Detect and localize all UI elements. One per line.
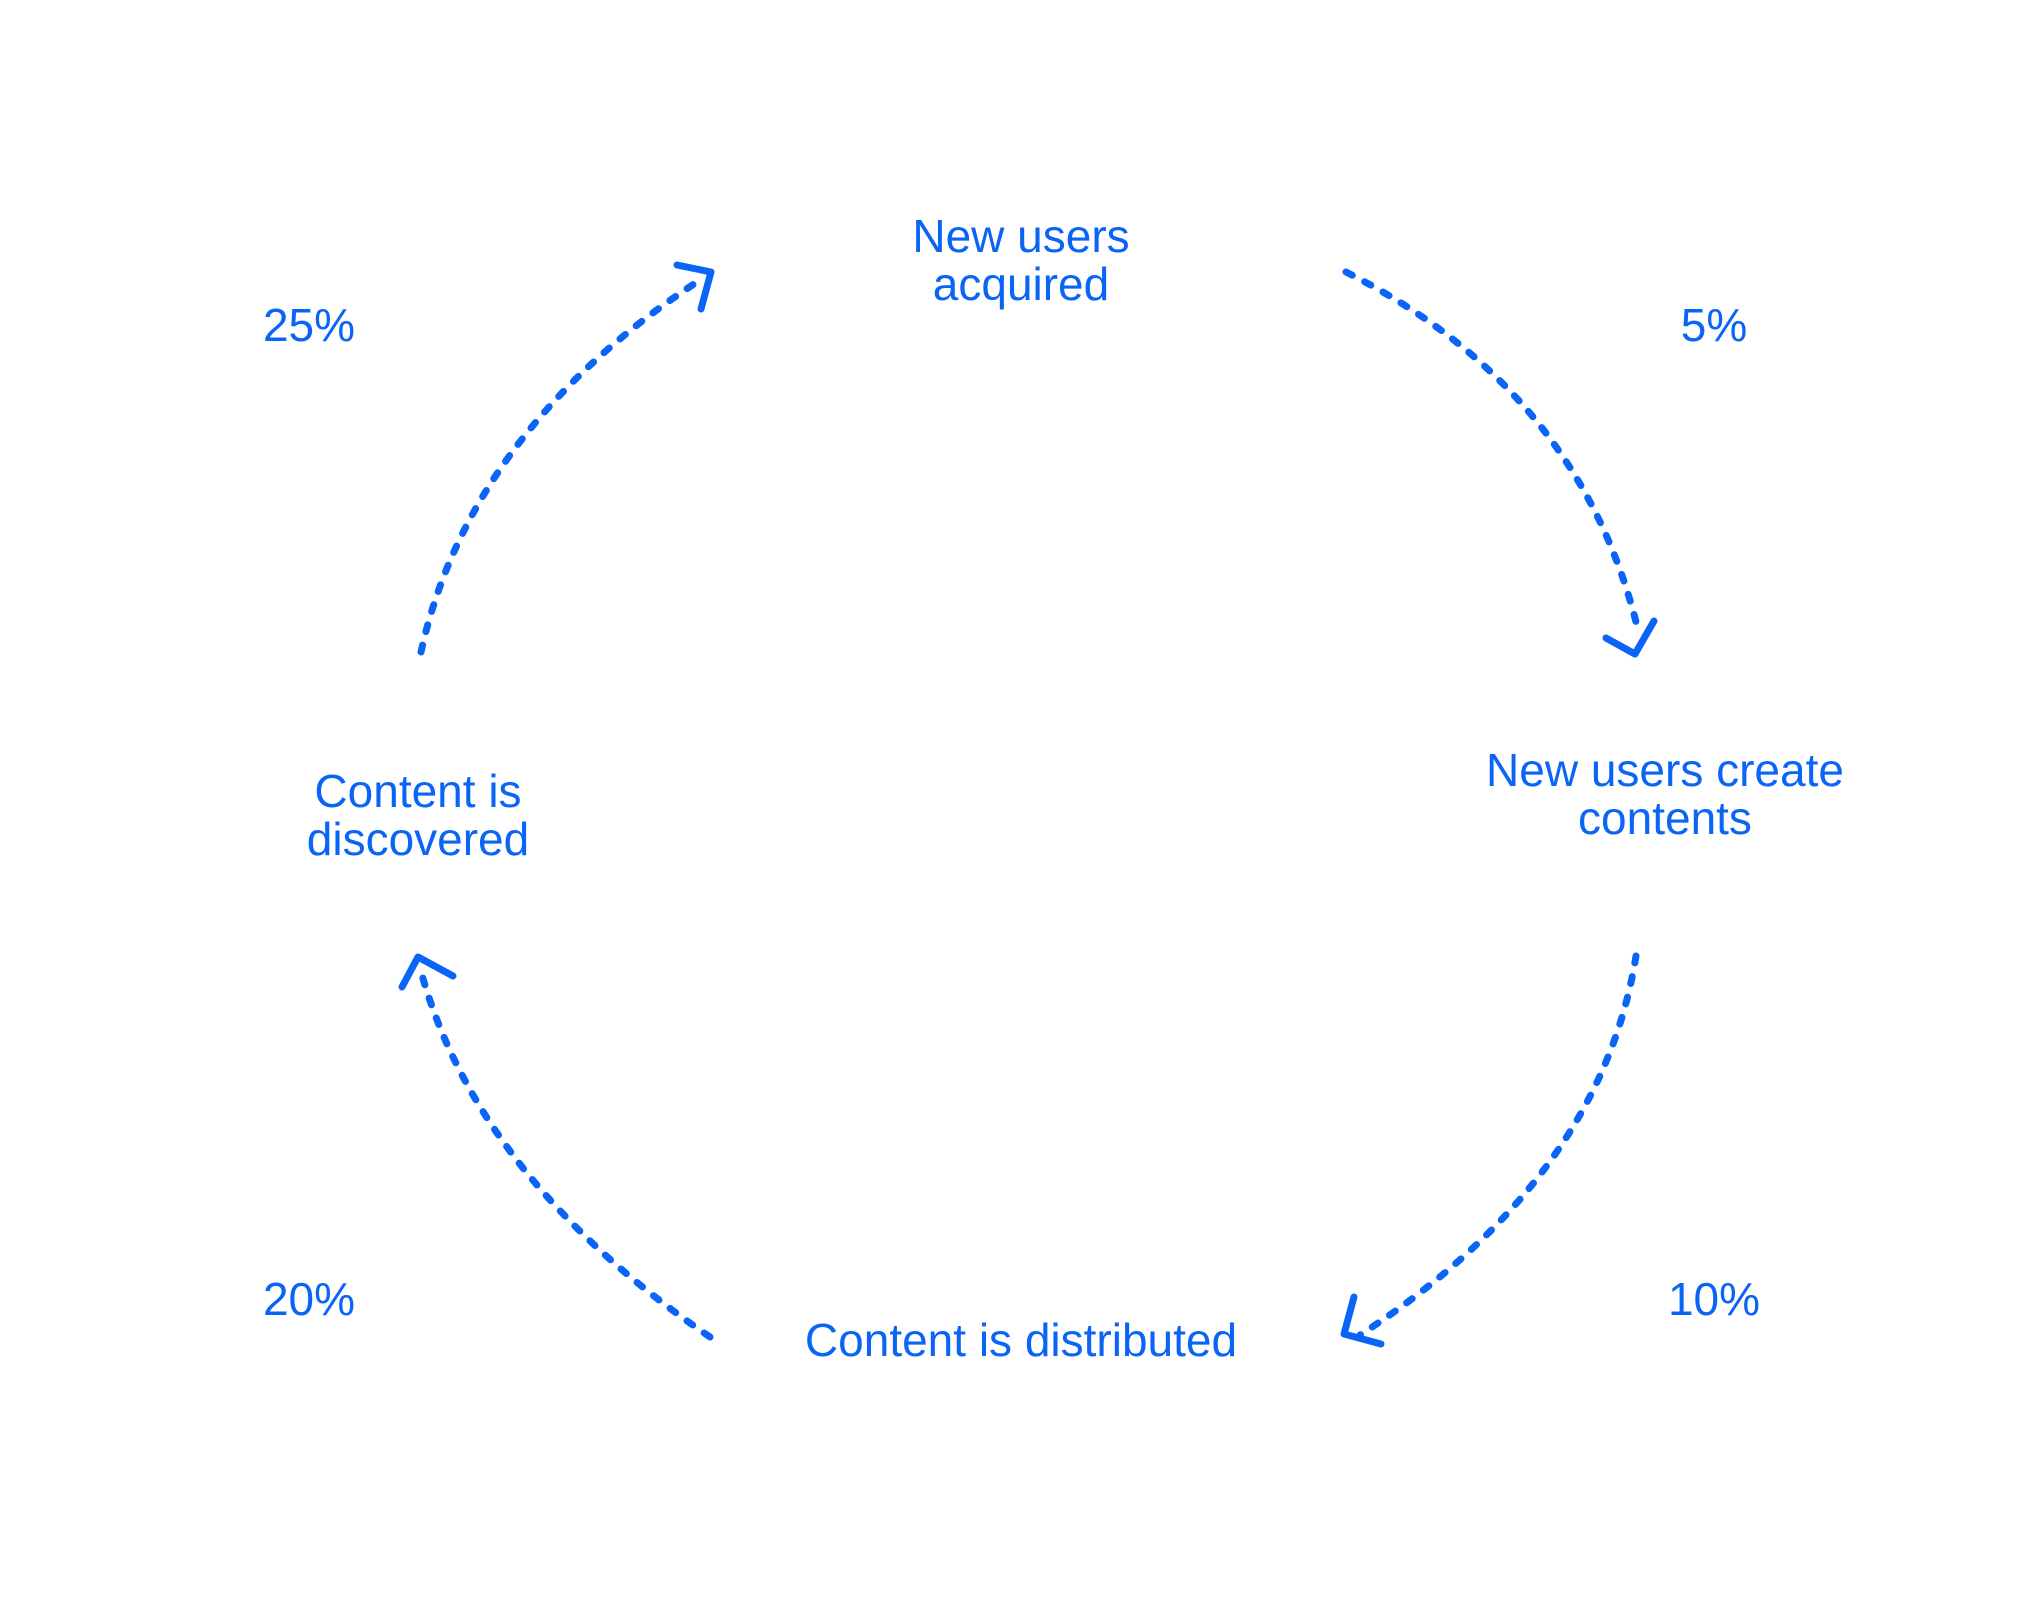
node-new-users-acquired: New users acquired (912, 212, 1129, 308)
arrow-arc-bottom-right (1356, 952, 1640, 1339)
arrow-arc-top-right (1342, 268, 1642, 634)
node-content-is-discovered-line1: Content is (314, 765, 522, 817)
arrow-create-to-distributed (1340, 952, 1640, 1348)
arrow-distributed-to-discovered (398, 953, 714, 1341)
node-content-is-discovered-line2: discovered (306, 813, 530, 865)
percentage-bottom-right: 10% (1667, 1273, 1761, 1325)
node-content-is-distributed: Content is distributed (805, 1316, 1237, 1364)
arrow-acquired-to-create (1342, 268, 1658, 658)
arrow-head-top-right (1602, 617, 1658, 658)
arrow-arc-bottom-left (418, 971, 714, 1341)
percentage-top-left: 25% (262, 299, 356, 351)
node-content-is-distributed-line1: Content is distributed (804, 1314, 1238, 1366)
arrow-head-bottom-right (1340, 1293, 1385, 1348)
arrow-head-bottom-left (398, 953, 457, 991)
percentage-top-right: 5% (1680, 299, 1748, 351)
percentage-bottom-left: 20% (262, 1273, 356, 1325)
node-new-users-create-contents-line2: contents (1578, 792, 1752, 844)
node-new-users-create-contents-line1: New users create (1486, 744, 1844, 796)
node-content-is-discovered: Content is discovered (307, 767, 529, 863)
arrow-head-top-left (673, 261, 715, 313)
arrow-discovered-to-acquired (417, 261, 715, 656)
node-new-users-acquired-line1: New users (912, 210, 1130, 262)
node-new-users-create-contents: New users create contents (1486, 746, 1844, 842)
arrow-arc-top-left (417, 276, 704, 656)
node-new-users-acquired-line2: acquired (932, 258, 1110, 310)
